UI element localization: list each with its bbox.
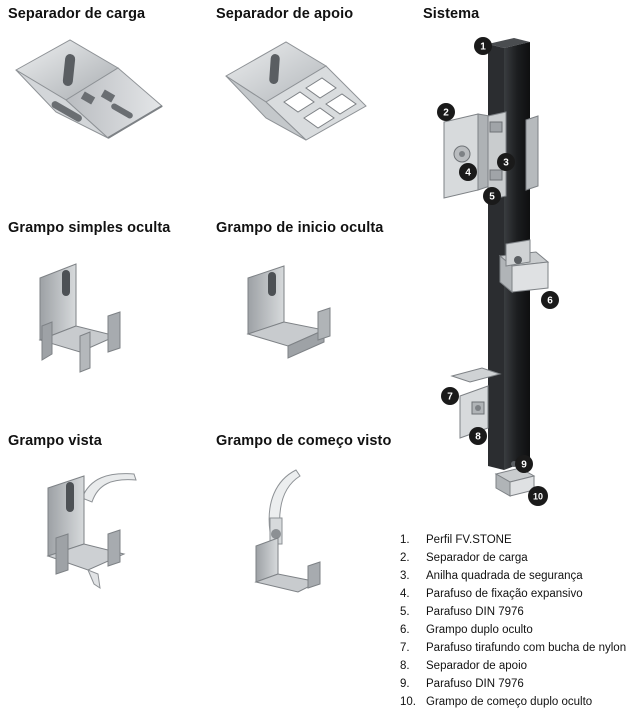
svg-text:10: 10 xyxy=(533,492,543,502)
title-grampo-de-comeco-visto: Grampo de começo visto xyxy=(216,433,392,449)
svg-text:8: 8 xyxy=(475,432,481,443)
grampo-de-inicio-oculta-image xyxy=(246,265,331,359)
separador-de-carga-image xyxy=(15,39,163,139)
callout-1: 1 xyxy=(474,37,492,55)
callout-2: 2 xyxy=(437,103,455,121)
callout-3: 3 xyxy=(497,153,515,171)
callout-10: 10 xyxy=(528,486,548,506)
callout-5: 5 xyxy=(483,187,501,205)
title-grampo-vista: Grampo vista xyxy=(8,433,102,449)
legend-item: 2.Separador de carga xyxy=(400,552,528,564)
svg-text:9: 9 xyxy=(521,460,527,471)
svg-text:4: 4 xyxy=(465,168,471,179)
callout-6: 6 xyxy=(541,291,559,309)
svg-text:1: 1 xyxy=(480,42,486,53)
svg-text:2: 2 xyxy=(443,108,449,119)
title-separador-de-carga: Separador de carga xyxy=(8,6,146,22)
grampo-de-comeco-visto-image xyxy=(254,469,321,593)
legend-item: 4.Parafuso de fixação expansivo xyxy=(400,588,583,600)
svg-text:6: 6 xyxy=(547,296,553,307)
grampo-vista-image xyxy=(46,473,137,590)
svg-text:7: 7 xyxy=(447,392,453,403)
svg-text:3: 3 xyxy=(503,158,509,169)
legend-item: 7.Parafuso tirafundo com bucha de nylon xyxy=(400,642,627,654)
legend-item: 6.Grampo duplo oculto xyxy=(400,624,533,636)
title-grampo-simples-oculta: Grampo simples oculta xyxy=(8,220,171,236)
legend-item: 8.Separador de apoio xyxy=(400,660,528,672)
callout-9: 9 xyxy=(515,455,533,473)
component-legend: 1.Perfil FV.STONE 2.Separador de carga 3… xyxy=(400,531,626,711)
title-grampo-de-inicio-oculta: Grampo de inicio oculta xyxy=(216,220,384,236)
legend-item: 5.Parafuso DIN 7976 xyxy=(400,606,524,618)
callout-8: 8 xyxy=(469,427,487,445)
legend-item: 3.Anilha quadrada de segurança xyxy=(400,570,583,582)
sistema-image: 1 2 3 4 5 6 7 8 9 10 xyxy=(437,37,559,506)
legend-item: 9.Parafuso DIN 7976 xyxy=(400,678,524,690)
title-sistema: Sistema xyxy=(423,6,480,22)
title-separador-de-apoio: Separador de apoio xyxy=(216,6,354,22)
grampo-simples-oculta-image xyxy=(38,263,121,373)
legend-item: 10.Grampo de começo duplo oculto xyxy=(400,696,593,708)
separador-de-apoio-image xyxy=(225,41,367,141)
callout-4: 4 xyxy=(459,163,477,181)
legend-item: 1.Perfil FV.STONE xyxy=(400,534,512,546)
callout-7: 7 xyxy=(441,387,459,405)
svg-text:5: 5 xyxy=(489,192,495,203)
